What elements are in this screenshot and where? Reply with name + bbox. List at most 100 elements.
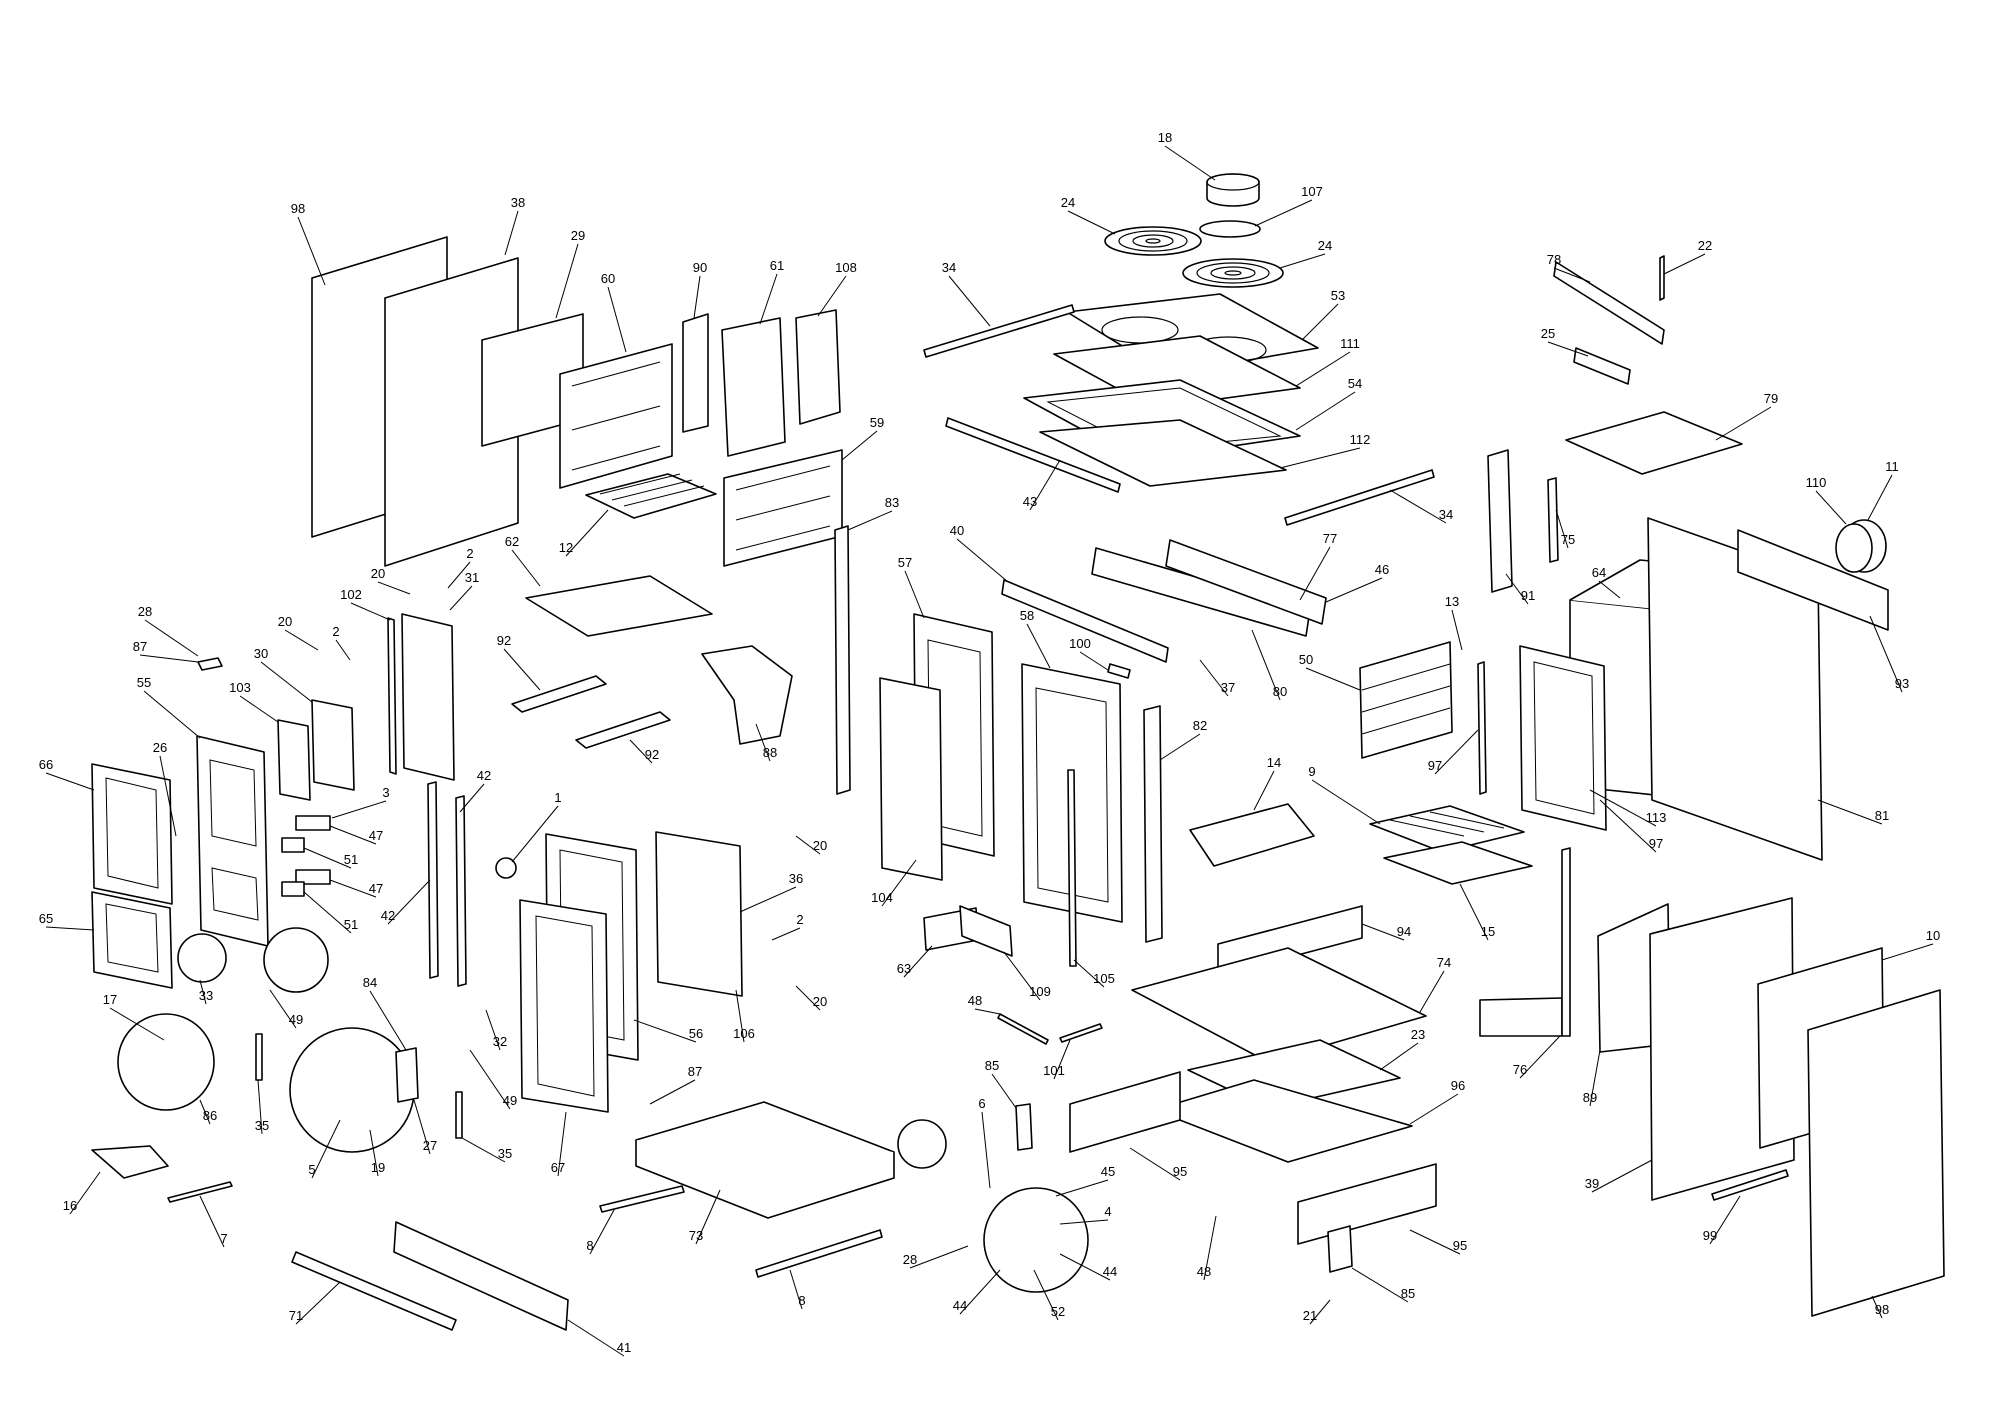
leader-line-24b	[1279, 253, 1326, 269]
part-9-oven-rack	[1369, 805, 1525, 853]
leader-line-71	[295, 1281, 341, 1325]
leader-line-59	[841, 430, 878, 461]
part-80-channel	[1165, 539, 1327, 625]
detail-circle-86	[117, 1013, 215, 1111]
part-104-door-glass	[879, 677, 943, 881]
leader-line-85a	[991, 1073, 1017, 1109]
leader-line-107	[1254, 199, 1313, 227]
leader-line-13	[1451, 609, 1463, 651]
callout-label-42a: 42	[381, 908, 395, 923]
callout-label-29: 29	[571, 228, 585, 243]
leader-line-98b	[1871, 1295, 1883, 1319]
callout-label-4: 4	[1104, 1204, 1111, 1219]
part-112-gasket	[1039, 419, 1287, 487]
part-82-strip	[1143, 705, 1163, 943]
leader-line-30	[260, 661, 313, 703]
callout-label-12: 12	[559, 540, 573, 555]
callout-label-38: 38	[511, 195, 525, 210]
leader-line-22	[1663, 253, 1706, 275]
callout-label-76: 76	[1513, 1062, 1527, 1077]
callout-label-83: 83	[885, 495, 899, 510]
leader-line-8a	[589, 1209, 615, 1255]
part-51-plate-a	[281, 837, 305, 853]
leader-line-12	[565, 509, 609, 557]
callout-label-47a: 47	[369, 828, 383, 843]
part-25-bracket	[1573, 347, 1631, 385]
leader-line-42a	[387, 879, 431, 925]
callout-label-71: 71	[289, 1308, 303, 1323]
leader-line-92b	[629, 739, 653, 764]
leader-line-65	[45, 926, 95, 931]
callout-label-105: 105	[1093, 971, 1115, 986]
callout-label-53: 53	[1331, 288, 1345, 303]
part-35-pin-a	[255, 1033, 263, 1081]
part-88-bracket	[701, 645, 793, 745]
callout-label-110: 110	[1806, 475, 1827, 490]
leader-line-35a	[257, 1079, 263, 1135]
part-106-inner-glass	[655, 831, 743, 997]
callout-label-94: 94	[1397, 924, 1411, 939]
part-109-plate	[959, 905, 1013, 957]
detail-circle-49	[263, 927, 329, 993]
callout-label-113: 113	[1646, 810, 1667, 825]
leader-line-16	[69, 1171, 101, 1215]
leader-line-81	[1817, 799, 1883, 825]
part-66-glass-frame	[91, 763, 173, 905]
leader-line-5	[311, 1119, 341, 1179]
callout-label-92a: 92	[497, 633, 511, 648]
part-96-base-plate	[1153, 1079, 1413, 1163]
detail-circle-45	[983, 1187, 1089, 1293]
leader-line-7	[199, 1195, 225, 1248]
part-51-plate-b	[281, 881, 305, 897]
leader-line-75	[1555, 509, 1569, 549]
part-8-rail-a	[599, 1185, 685, 1213]
callout-label-74: 74	[1437, 955, 1451, 970]
callout-label-73: 73	[689, 1228, 703, 1243]
leader-line-88	[755, 723, 771, 762]
leader-line-101	[1053, 1039, 1071, 1080]
leader-line-45	[1055, 1179, 1109, 1197]
leader-line-85b	[1351, 1267, 1409, 1303]
leader-line-83	[847, 510, 893, 531]
leader-line-8b	[789, 1269, 803, 1310]
part-98-side-panel	[1807, 989, 1945, 1317]
leader-line-55	[143, 690, 201, 739]
part-100-clip	[1107, 663, 1131, 679]
parts-drawing	[91, 173, 1945, 1331]
leader-line-62	[511, 549, 541, 587]
part-41-plinth	[393, 1221, 569, 1331]
callout-label-80: 80	[1273, 684, 1287, 699]
callout-label-79: 79	[1764, 391, 1778, 406]
leader-line-74	[1419, 970, 1445, 1013]
part-42-hinge-a	[427, 781, 439, 979]
part-76-bracket	[1479, 997, 1563, 1037]
leader-line-48a	[974, 1008, 1001, 1015]
callout-label-88: 88	[763, 745, 777, 760]
leader-line-61	[759, 273, 778, 325]
leader-line-43	[1029, 459, 1061, 511]
leader-line-36	[739, 886, 797, 913]
leader-line-47b	[329, 879, 377, 898]
leader-line-84	[369, 990, 407, 1051]
part-15-tray	[1383, 841, 1533, 885]
callout-label-28a: 28	[138, 604, 152, 619]
part-84-bracket	[395, 1047, 419, 1103]
callout-label-10: 10	[1926, 928, 1940, 943]
leader-line-97a	[1434, 729, 1479, 775]
callout-label-66: 66	[39, 757, 53, 772]
callout-label-32: 32	[493, 1034, 507, 1049]
leader-line-39	[1591, 1159, 1653, 1193]
callout-label-22: 22	[1698, 238, 1712, 253]
leader-line-50	[1305, 667, 1361, 691]
part-31-panel	[401, 613, 455, 781]
leader-line-58	[1026, 623, 1051, 669]
leader-line-35b	[461, 1137, 506, 1163]
callout-label-13: 13	[1445, 594, 1459, 609]
part-30-panel	[311, 699, 355, 791]
leader-line-80	[1251, 629, 1281, 701]
leader-line-6	[981, 1111, 991, 1189]
callout-label-50: 50	[1299, 652, 1313, 667]
callout-label-55: 55	[137, 675, 151, 690]
leader-line-17	[109, 1007, 165, 1041]
callout-label-75: 75	[1561, 532, 1575, 547]
